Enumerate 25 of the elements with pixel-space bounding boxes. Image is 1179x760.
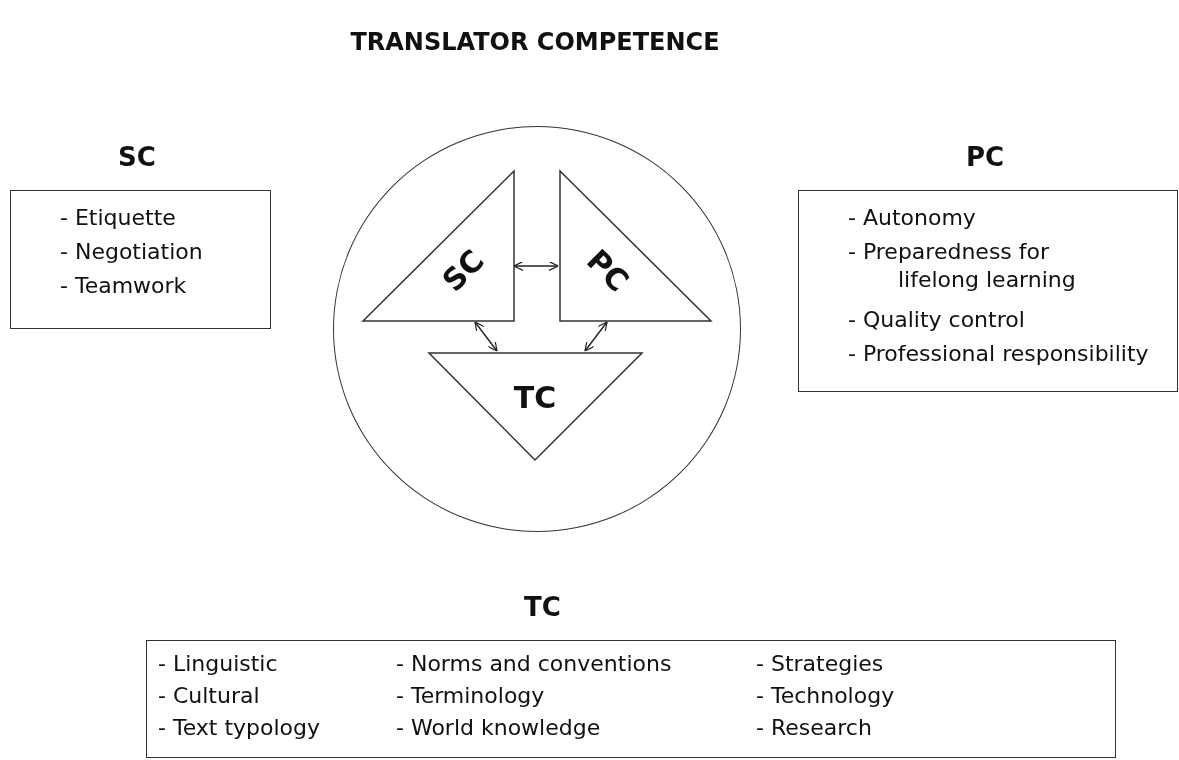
list-item: - Linguistic bbox=[158, 650, 278, 678]
double-arrow bbox=[584, 321, 608, 352]
list-item: - Teamwork bbox=[60, 272, 187, 300]
list-item: - Quality control bbox=[848, 306, 1025, 334]
list-item: - Norms and conventions bbox=[396, 650, 672, 678]
box-heading: TC bbox=[524, 592, 561, 622]
double-arrow bbox=[474, 321, 498, 352]
triangle-label: PC bbox=[579, 241, 637, 301]
triangle-label: SC bbox=[434, 241, 492, 301]
box-heading: SC bbox=[118, 142, 156, 172]
list-item: - Negotiation bbox=[60, 238, 203, 266]
list-item: - Strategies bbox=[756, 650, 884, 678]
list-item: - Technology bbox=[756, 682, 895, 710]
list-item: - Cultural bbox=[158, 682, 260, 710]
list-item: - Text typology bbox=[158, 714, 321, 742]
list-item: - Terminology bbox=[396, 682, 545, 710]
list-item: - Autonomy bbox=[848, 204, 976, 232]
triangle-label: TC bbox=[512, 380, 558, 415]
list-item: - Research bbox=[756, 714, 872, 742]
list-item: - World knowledge bbox=[396, 714, 601, 742]
box-heading: PC bbox=[966, 142, 1005, 172]
list-item: - Etiquette bbox=[60, 204, 176, 232]
list-item: - Professional responsibility bbox=[848, 340, 1149, 368]
diagram-title: TRANSLATOR COMPETENCE bbox=[349, 28, 721, 56]
list-item: - Preparedness for lifelong learning bbox=[848, 238, 1077, 294]
